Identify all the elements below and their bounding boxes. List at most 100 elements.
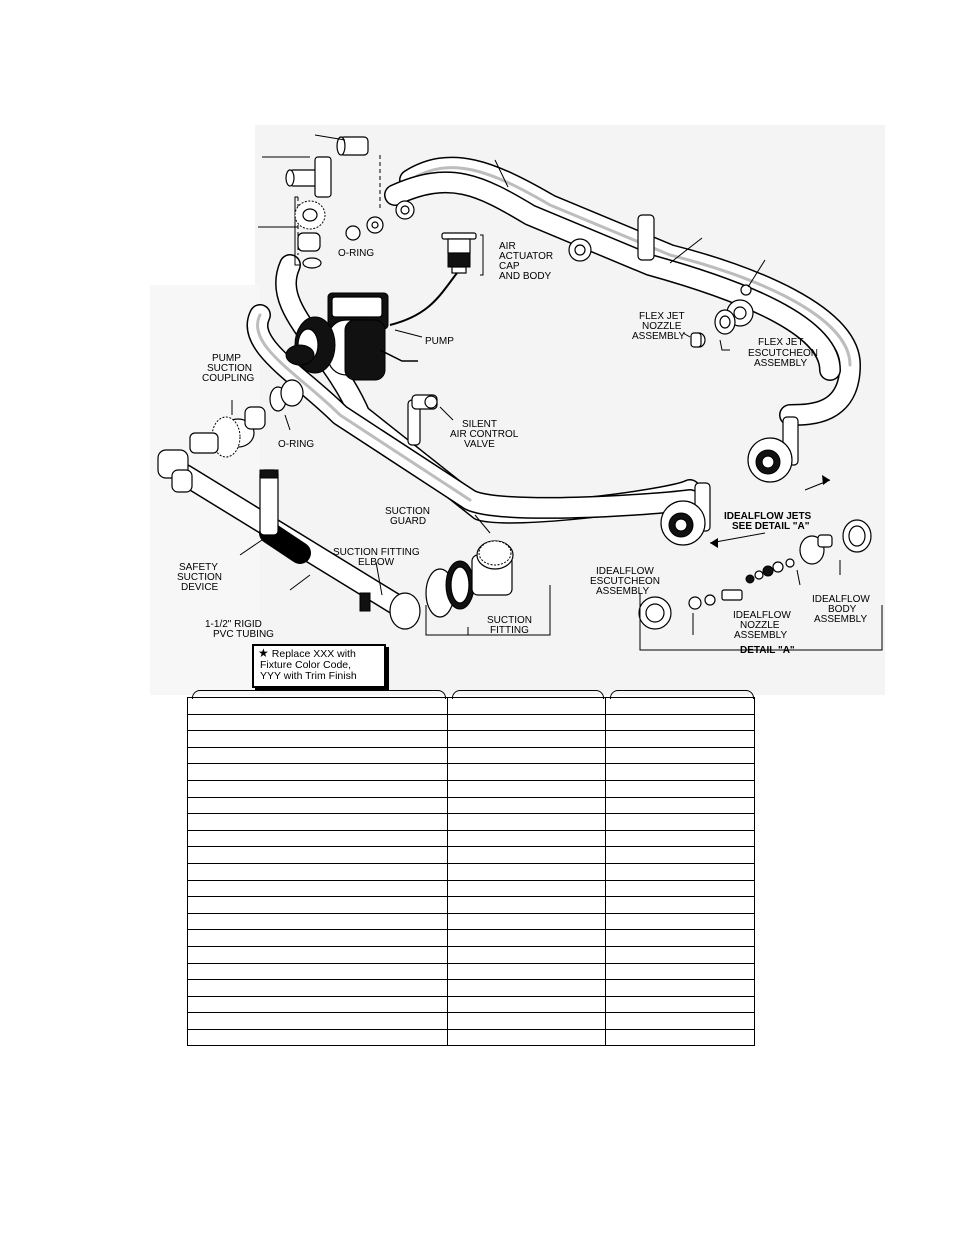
table-row: [186, 779, 756, 798]
table-row: [186, 912, 756, 931]
table-cell: [604, 862, 756, 881]
tee-fitting: [285, 156, 332, 198]
table-row: [186, 879, 756, 898]
table-cell: [604, 813, 756, 831]
table-row: [186, 995, 756, 1014]
table-cell: [447, 862, 606, 881]
svg-text:FLEX JET: FLEX JET: [639, 311, 685, 322]
flex-jet-escutcheon: [714, 309, 736, 335]
svg-text:FITTING: FITTING: [490, 625, 529, 636]
table-cell: [447, 730, 606, 748]
table-cell: [447, 962, 606, 981]
table-row: [186, 862, 756, 881]
leader-flex-jet: [682, 332, 730, 351]
label-suction-guard: SUCTION GUARD: [385, 506, 430, 527]
flex-jet-nozzle: [690, 332, 706, 348]
table-row: [186, 1028, 756, 1047]
table-cell: [604, 1028, 756, 1047]
table-cell: [447, 945, 606, 964]
star-icon: ★: [258, 646, 269, 660]
table-cell: [186, 912, 449, 931]
table-cell: [604, 979, 756, 997]
table-cell: [604, 713, 756, 732]
label-pump-suction-coupling: PUMP SUCTION COUPLING: [202, 353, 254, 384]
table-row: [186, 945, 756, 964]
svg-text:ASSEMBLY: ASSEMBLY: [632, 331, 685, 342]
table-cell: [604, 945, 756, 964]
svg-text:IDEALFLOW JETS: IDEALFLOW JETS: [724, 511, 812, 522]
table-header-tab-2: [452, 690, 604, 699]
table-cell: [186, 829, 449, 848]
leader-air-valve: [439, 406, 454, 421]
plumbing-exploded-diagram: AIR ACTUATOR CAP AND BODY O-RING PUMP PU…: [150, 125, 885, 695]
bracket-air-actuator: [480, 234, 484, 276]
svg-text:ASSEMBLY: ASSEMBLY: [754, 358, 807, 369]
table-row: [186, 813, 756, 831]
table-row: [186, 746, 756, 765]
svg-text:SEE DETAIL "A": SEE DETAIL "A": [732, 521, 810, 532]
label-safety-suction-device: SAFETY SUCTION DEVICE: [177, 562, 222, 593]
table-cell: [447, 1028, 606, 1047]
table-cell: [604, 1012, 756, 1030]
table-cell: [186, 879, 449, 898]
svg-text:PUMP: PUMP: [212, 353, 241, 364]
table-cell: [186, 746, 449, 765]
table-cell: [447, 896, 606, 914]
table-row: [186, 1012, 756, 1030]
table-row: [186, 730, 756, 748]
table-row: [186, 763, 756, 781]
svg-text:FLEX JET: FLEX JET: [758, 337, 804, 348]
table-cell: [186, 962, 449, 981]
table-cell: [447, 763, 606, 781]
table-cell: [186, 713, 449, 732]
table-cell: [186, 779, 449, 798]
table-row: [186, 962, 756, 981]
label-silent-air-control-valve: SILENT AIR CONTROL VALVE: [450, 419, 519, 450]
detail-a-bracket: [639, 560, 883, 651]
table-header-tab-3: [610, 690, 754, 699]
table-cell: [186, 1028, 449, 1047]
svg-text:ASSEMBLY: ASSEMBLY: [596, 586, 649, 597]
table-cell: [447, 796, 606, 815]
table-cell: [447, 846, 606, 864]
suction-fitting: [425, 540, 514, 618]
table-row: [186, 796, 756, 815]
table-cell: [186, 697, 449, 715]
svg-text:ASSEMBLY: ASSEMBLY: [734, 630, 787, 641]
table-cell: [604, 995, 756, 1014]
table-row: [186, 697, 756, 715]
suction-pipe-assembly: [157, 449, 421, 630]
svg-text:ESCUTCHEON: ESCUTCHEON: [748, 348, 818, 359]
table-cell: [186, 1012, 449, 1030]
air-actuator-cap-body: [441, 232, 477, 274]
air-hose: [389, 272, 458, 326]
label-rigid-pvc-tubing: 1-1/2" RIGID PVC TUBING: [205, 619, 274, 640]
svg-text:IDEALFLOW: IDEALFLOW: [733, 610, 791, 621]
svg-text:IDEALFLOW: IDEALFLOW: [596, 566, 654, 577]
svg-text:SUCTION FITTING: SUCTION FITTING: [333, 547, 420, 558]
table-cell: [447, 995, 606, 1014]
pump-suction-gear-top: [294, 200, 326, 269]
svg-text:ACTUATOR: ACTUATOR: [499, 251, 553, 262]
label-idealflow-escutcheon: IDEALFLOW ESCUTCHEON ASSEMBLY: [590, 566, 660, 597]
label-idealflow-jets: IDEALFLOW JETS SEE DETAIL "A": [724, 511, 812, 532]
label-pump: PUMP: [425, 336, 454, 347]
table-cell: [447, 912, 606, 931]
svg-text:NOZZLE: NOZZLE: [642, 321, 682, 332]
leader-suction: [239, 514, 551, 636]
table-cell: [447, 879, 606, 898]
label-detail-a: DETAIL "A": [740, 645, 795, 656]
svg-text:GUARD: GUARD: [390, 516, 426, 527]
svg-text:CAP: CAP: [499, 261, 520, 272]
svg-text:AIR CONTROL: AIR CONTROL: [450, 429, 519, 440]
svg-text:ELBOW: ELBOW: [358, 557, 395, 568]
label-flex-jet-nozzle: FLEX JET NOZZLE ASSEMBLY: [632, 311, 685, 342]
table-cell: [186, 979, 449, 997]
table-cell: [604, 912, 756, 931]
table-header-tab-1: [192, 690, 446, 699]
table-row: [186, 979, 756, 997]
table-cell: [604, 829, 756, 848]
table-cell: [604, 763, 756, 781]
pipe-loop-inner: [246, 171, 841, 519]
table-cell: [604, 962, 756, 981]
